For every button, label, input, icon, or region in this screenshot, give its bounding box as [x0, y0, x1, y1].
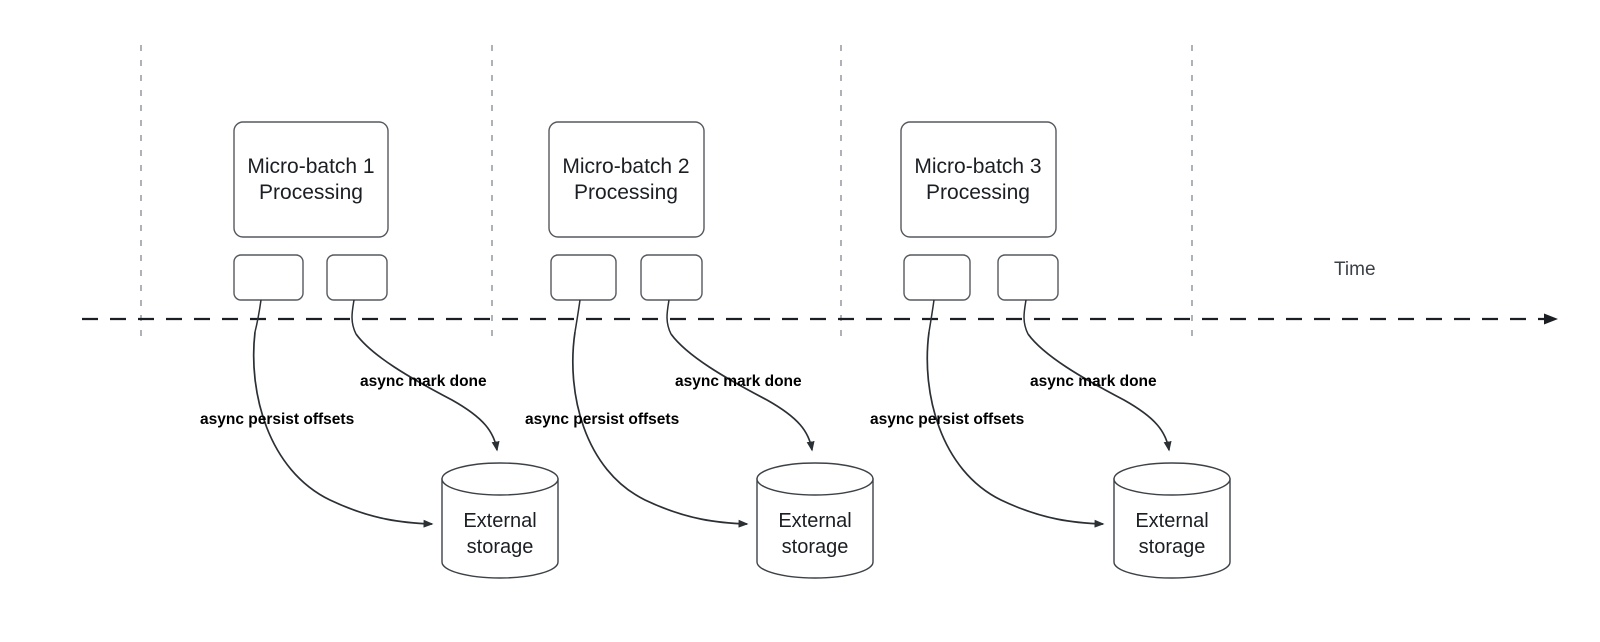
- external-storage-1-label-line2: storage: [467, 536, 534, 558]
- external-storage-2-top: [756, 462, 874, 496]
- external-storage-1-body[interactable]: [441, 478, 559, 579]
- micro-batch-1-label-line1: Micro-batch 1: [247, 155, 374, 178]
- task-box-1a[interactable]: [233, 254, 304, 301]
- async-mark-done-arrow-2: [670, 333, 815, 452]
- async-persist-offsets-arrow-1: [252, 331, 434, 528]
- task-2a-stem: [574, 299, 581, 333]
- task-box-2b[interactable]: [640, 254, 703, 301]
- external-storage-2-body[interactable]: [756, 478, 874, 579]
- micro-batch-2-box[interactable]: [548, 121, 705, 238]
- task-box-2a[interactable]: [550, 254, 617, 301]
- async-persist-offsets-label-3: async persist offsets: [870, 411, 1024, 428]
- async-mark-done-label-1: async mark done: [360, 373, 487, 390]
- async-mark-done-label-3: async mark done: [1030, 373, 1157, 390]
- micro-batch-2-label-line1: Micro-batch 2: [562, 155, 689, 178]
- task-3b-stem: [1023, 299, 1029, 335]
- micro-batch-3-box[interactable]: [900, 121, 1057, 238]
- micro-batch-2-label-line2: Processing: [574, 181, 678, 204]
- timeline-tick-lines: [140, 45, 1193, 336]
- task-2b-stem: [666, 299, 672, 335]
- micro-batch-3-label-line1: Micro-batch 3: [914, 155, 1041, 178]
- external-storage-3-label-line2: storage: [1139, 536, 1206, 558]
- async-mark-done-arrow-1: [355, 333, 500, 452]
- micro-batch-3-label-line2: Processing: [926, 181, 1030, 204]
- group-2: Micro-batch 2 Processing async persist o…: [525, 121, 874, 579]
- external-storage-1-top: [441, 462, 559, 496]
- external-storage-3-top: [1113, 462, 1231, 496]
- async-persist-offsets-label-1: async persist offsets: [200, 411, 354, 428]
- task-box-3b[interactable]: [997, 254, 1059, 301]
- micro-batch-1-label-line2: Processing: [259, 181, 363, 204]
- async-persist-offsets-label-2: async persist offsets: [525, 411, 679, 428]
- task-3a-stem: [928, 299, 935, 333]
- external-storage-2-label-line2: storage: [782, 536, 849, 558]
- task-box-1b[interactable]: [326, 254, 388, 301]
- async-mark-done-label-2: async mark done: [675, 373, 802, 390]
- group-1: Micro-batch 1 Processing async persist o…: [200, 121, 559, 579]
- external-storage-2-label-line1: External: [778, 510, 851, 532]
- task-box-3a[interactable]: [903, 254, 971, 301]
- task-1b-stem: [351, 299, 357, 335]
- async-mark-done-arrow-3: [1027, 333, 1172, 452]
- external-storage-3-body[interactable]: [1113, 478, 1231, 579]
- external-storage-1-label-line1: External: [463, 510, 536, 532]
- time-axis-label: Time: [1334, 259, 1376, 280]
- external-storage-3-label-line1: External: [1135, 510, 1208, 532]
- group-3: Micro-batch 3 Processing async persist o…: [870, 121, 1231, 579]
- task-1a-stem: [254, 299, 262, 333]
- async-persist-offsets-arrow-2: [572, 331, 749, 528]
- async-persist-offsets-arrow-3: [926, 331, 1105, 528]
- micro-batch-1-box[interactable]: [233, 121, 389, 238]
